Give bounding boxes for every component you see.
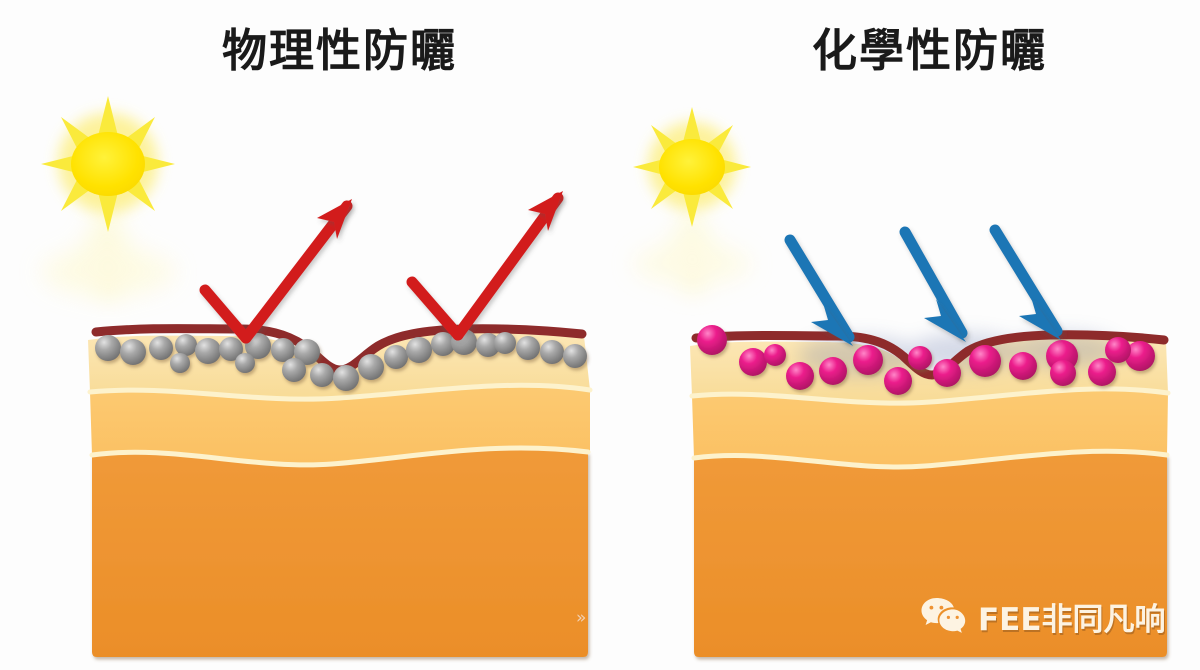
layer-divider-2-right [691, 448, 1170, 470]
chemical-filter-particles-right [697, 325, 1155, 395]
wechat-icon [920, 596, 966, 636]
skin-layer-hypodermis-left [92, 447, 588, 657]
watermark-text: FEE非同凡响 [978, 601, 1166, 638]
sun-icon-right [633, 107, 751, 227]
reflected-ray-1 [240, 200, 353, 344]
panel-chemical [632, 107, 1171, 657]
penetration-arrowheads-right [811, 297, 1061, 346]
layer-divider-1-right [689, 386, 1171, 406]
sun-glow-left [40, 185, 176, 300]
uv-arrow-3 [989, 224, 1063, 337]
reflection-arrowheads-left [317, 191, 563, 239]
panel-title-physical: 物理性防曬 [222, 24, 458, 77]
layer-divider-1-left [87, 382, 593, 402]
panel-title-chemical: 化學性防曬 [812, 24, 1048, 77]
sun-glow-right [632, 190, 752, 292]
wechat-watermark: FEE非同凡响 [920, 588, 1166, 644]
panel-physical [40, 96, 593, 657]
mineral-particles-left [95, 329, 587, 391]
reflection-arrows-left [199, 192, 564, 344]
artifact-mark: » [576, 608, 587, 628]
reflected-ray-2 [452, 192, 564, 341]
uv-arrow-1 [784, 234, 855, 343]
skin-layer-dermis-right [692, 388, 1168, 467]
sun-core-left [71, 132, 145, 196]
incoming-ray-2 [406, 276, 464, 341]
penetration-arrows-right [784, 224, 1063, 343]
skin-layer-hypodermis-right [694, 451, 1167, 657]
incoming-ray-1 [199, 284, 252, 344]
sun-core-right [659, 139, 725, 195]
sun-icon-left [41, 96, 175, 232]
uv-arrow-2 [899, 226, 968, 339]
skin-layer-dermis-left [90, 385, 590, 465]
layer-divider-2-left [89, 445, 591, 468]
